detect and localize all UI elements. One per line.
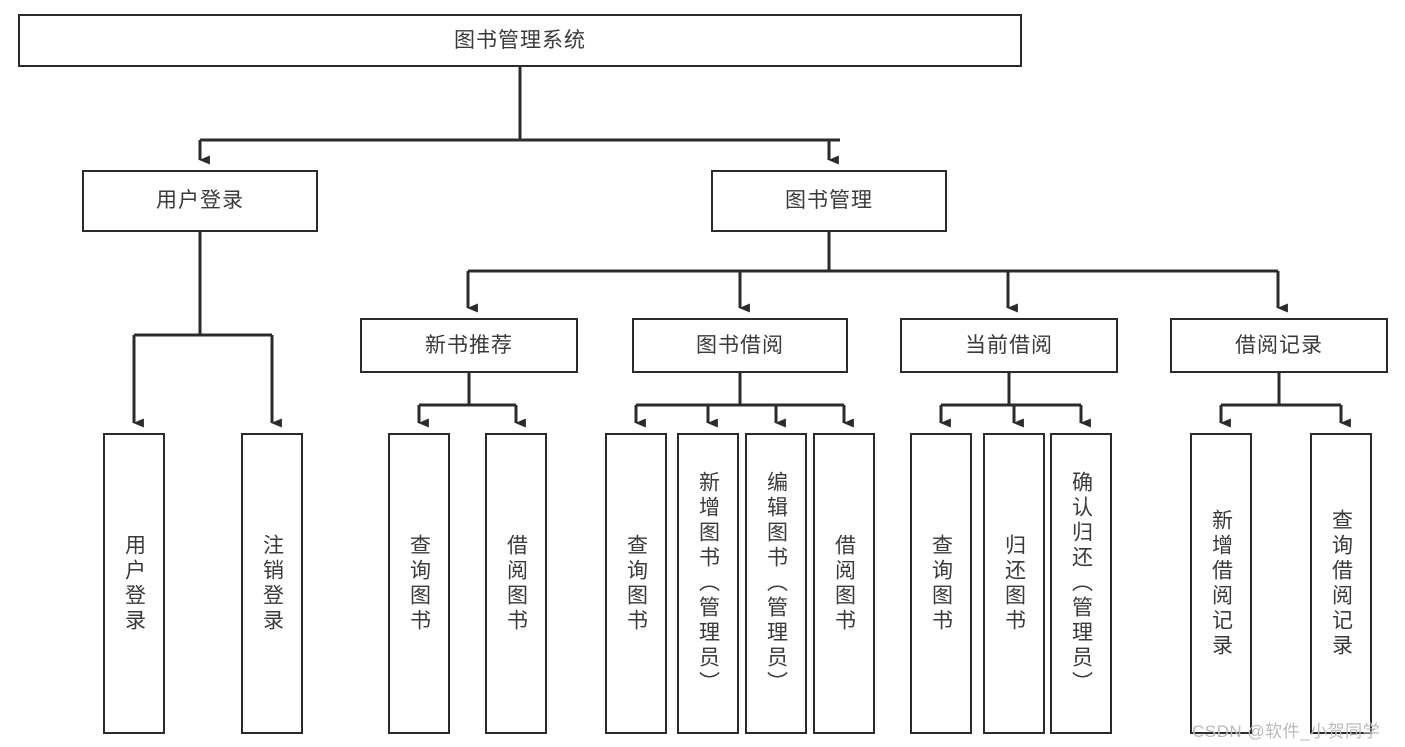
leaf-user-login[interactable]: 用户登录 bbox=[103, 433, 165, 734]
leaf-query-book-current[interactable]: 查询图书 bbox=[910, 433, 972, 734]
leaf-add-borrow-record[interactable]: 新增借阅记录 bbox=[1190, 433, 1252, 734]
node-borrow-record[interactable]: 借阅记录 bbox=[1170, 318, 1388, 373]
leaf-query-book-borrow[interactable]: 查询图书 bbox=[605, 433, 667, 734]
leaf-add-book-admin[interactable]: 新增图书（管理员） bbox=[677, 433, 739, 734]
leaf-borrow-book-recommend[interactable]: 借阅图书 bbox=[485, 433, 547, 734]
leaf-confirm-return-admin[interactable]: 确认归还（管理员） bbox=[1050, 433, 1112, 734]
node-book-borrow[interactable]: 图书借阅 bbox=[632, 318, 848, 373]
leaf-logout[interactable]: 注销登录 bbox=[241, 433, 303, 734]
leaf-query-borrow-record[interactable]: 查询借阅记录 bbox=[1310, 433, 1372, 734]
csdn-watermark: CSDN @软件_小贺同学 bbox=[1192, 722, 1381, 741]
leaf-query-book-recommend[interactable]: 查询图书 bbox=[388, 433, 450, 734]
leaf-borrow-book[interactable]: 借阅图书 bbox=[813, 433, 875, 734]
leaf-return-book[interactable]: 归还图书 bbox=[983, 433, 1045, 734]
node-current-borrow[interactable]: 当前借阅 bbox=[900, 318, 1118, 373]
node-root-system[interactable]: 图书管理系统 bbox=[18, 14, 1022, 67]
node-book-management[interactable]: 图书管理 bbox=[711, 170, 947, 232]
node-user-login[interactable]: 用户登录 bbox=[82, 170, 318, 232]
node-new-book-recommend[interactable]: 新书推荐 bbox=[360, 318, 578, 373]
leaf-edit-book-admin[interactable]: 编辑图书（管理员） bbox=[745, 433, 807, 734]
